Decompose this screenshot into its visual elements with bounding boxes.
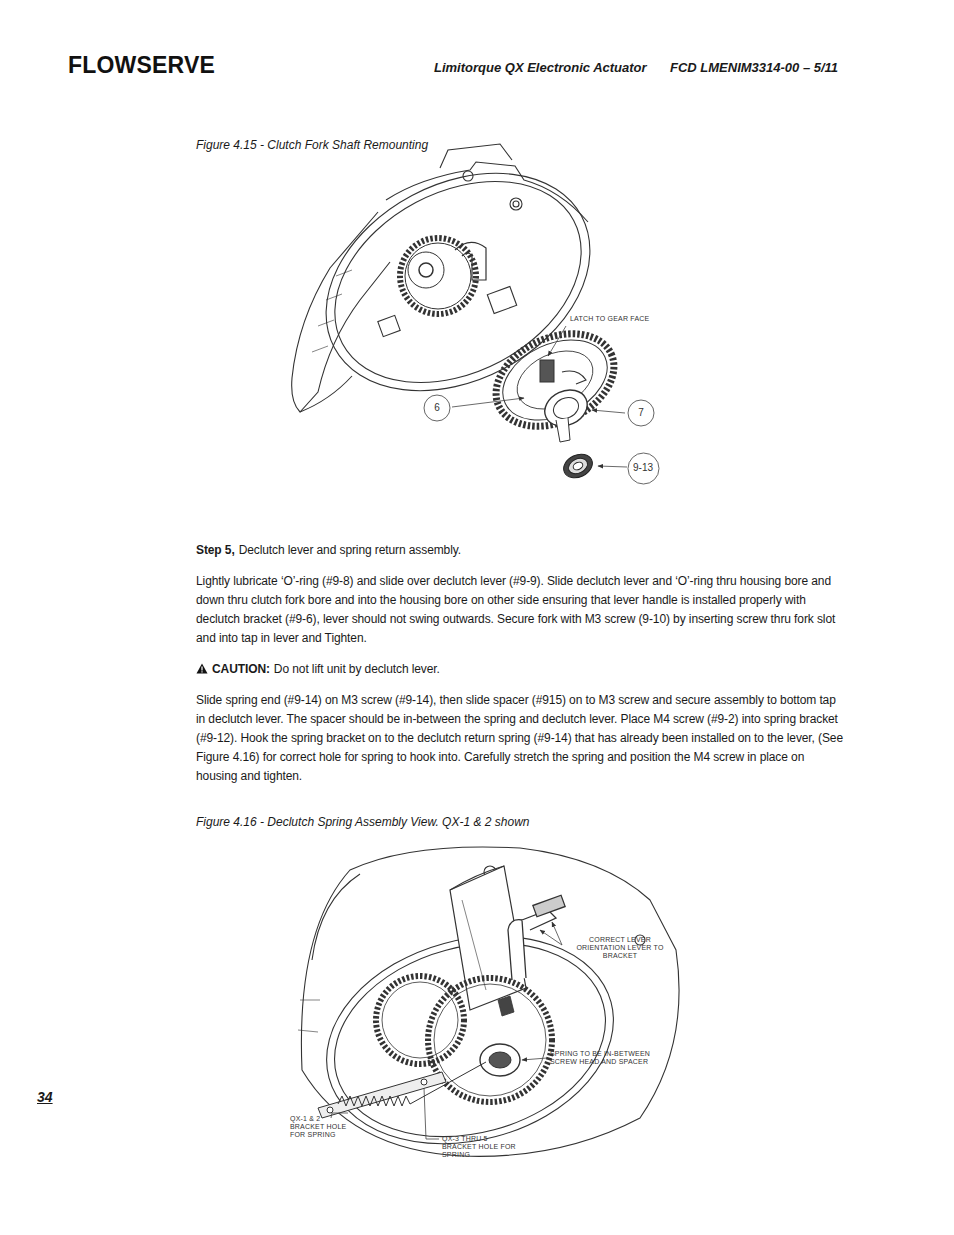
inner-gear (400, 238, 486, 314)
inner-gear (419, 263, 433, 277)
clutch-gear-exploded (550, 393, 582, 422)
housing-outline (312, 270, 352, 352)
housing-outline (288, 130, 627, 435)
clutch-gear-exploded (562, 371, 586, 384)
paragraph-text: Declutch lever and spring return assembl… (239, 543, 461, 557)
gear-train (489, 1052, 511, 1068)
housing-outline (510, 198, 522, 210)
housing-outline (300, 141, 616, 423)
clutch-gear-exploded (540, 360, 554, 382)
housing-outline (378, 315, 400, 336)
bearing (566, 455, 590, 476)
lever-housing-tube (450, 866, 526, 1010)
instruction-text: Lightly lubricate ‘O’-ring (#9-8) and sl… (196, 572, 846, 648)
part-note: SPRING TO BE IN-BETWEEN SCREW HEAD AND S… (550, 1050, 654, 1066)
inner-gear (400, 238, 476, 314)
part-note: LATCH TO GEAR FACE (570, 315, 690, 323)
leader-line (331, 1113, 348, 1118)
bearing (560, 450, 596, 483)
declutch-lever (533, 895, 565, 917)
housing-outline (288, 130, 627, 435)
callout-number: 9-13 (633, 462, 653, 474)
housing-outline (300, 376, 352, 412)
caution-note: CAUTION: Do not lift unit by declutch lev… (196, 660, 846, 679)
figure-caption: Figure 4.15 - Clutch Fork Shaft Remounti… (196, 138, 428, 152)
body-text: Step 5, Declutch lever and spring return … (196, 541, 846, 798)
clutch-gear-exploded (481, 316, 629, 445)
housing-outline (487, 286, 516, 313)
leader-line (452, 326, 627, 467)
clutch-gear-exploded (481, 316, 629, 445)
bearing (560, 450, 596, 483)
company-logo: FLOWSERVE (68, 52, 215, 79)
document-number: FCD LMENIM3314-00 – 5/11 (670, 60, 838, 75)
bearing (572, 461, 584, 472)
callout-circle (424, 395, 450, 421)
paragraph-text: Slide spring end (#9-14) on M3 screw (#9… (196, 693, 843, 783)
warning-icon (201, 671, 202, 672)
gear-train (480, 1044, 520, 1076)
warning-icon (201, 667, 202, 671)
figure-caption: Figure 4.16 - Declutch Spring Assembly V… (196, 815, 530, 829)
callout-circle: 6 (423, 394, 451, 422)
paragraph-text: Lightly lubricate ‘O’-ring (#9-8) and sl… (196, 574, 835, 645)
gear-train (376, 976, 464, 1064)
housing-outline (386, 162, 588, 222)
leader-line (522, 1058, 547, 1060)
leader-line (592, 410, 625, 413)
paragraph-text: Do not lift unit by declutch lever. (274, 662, 440, 676)
housing-outline (312, 874, 360, 960)
leader-line (548, 326, 566, 356)
return-spring (338, 1062, 486, 1106)
part-note: QX-1 & 2 BRACKET HOLE FOR SPRING (290, 1115, 354, 1139)
inner-gear (455, 242, 486, 280)
clutch-gear-exploded (556, 418, 570, 442)
housing-outline (298, 847, 679, 1174)
step-heading: Step 5, Declutch lever and spring return … (196, 541, 846, 560)
leader-line (598, 466, 627, 467)
housing-outline (440, 144, 512, 168)
callout-circle (628, 453, 659, 484)
inner-gear (408, 252, 444, 288)
header-title: Limitorque QX Electronic Actuator (434, 60, 647, 75)
gear-train (498, 996, 514, 1016)
housing-outline (463, 171, 473, 181)
lever-housing-tube (450, 866, 526, 1010)
instruction-text: Slide spring end (#9-14) on M3 screw (#9… (196, 691, 846, 786)
part-note: CORRECT LEVER ORIENTATION LEVER TO BRACK… (564, 936, 676, 960)
callout-circle: 9-13 (627, 452, 660, 485)
leader-line (331, 922, 562, 1139)
leader-line (424, 1088, 439, 1139)
callout-circle: 7 (627, 399, 655, 427)
callout-number: 6 (434, 402, 440, 414)
clutch-fork-illustration (0, 0, 954, 540)
lever-housing-tube (450, 866, 504, 890)
bold-lead: Step 5, (196, 543, 235, 557)
inner-gear (405, 243, 471, 309)
housing-outline (298, 1000, 320, 1032)
housing-outline (301, 847, 679, 1156)
page-number: 34 (37, 1089, 53, 1105)
warning-icon (197, 664, 208, 674)
callout-circle (628, 400, 654, 426)
declutch-lever (508, 895, 565, 980)
leader-line (452, 398, 524, 407)
warning-icon (196, 663, 208, 674)
housing-outline (292, 212, 390, 412)
part-note: QX-3 THRU 5 BRACKET HOLE FOR SPRING (442, 1135, 518, 1159)
return-spring (421, 1079, 427, 1085)
return-spring (318, 1062, 486, 1118)
bold-lead: CAUTION: (212, 662, 270, 676)
leader-line (552, 922, 562, 945)
declutch-lever (508, 920, 526, 980)
gear-train (434, 984, 546, 1096)
clutch-gear-exploded (490, 324, 620, 436)
housing-outline (513, 201, 519, 207)
callout-number: 7 (638, 407, 644, 419)
return-spring (327, 1107, 333, 1113)
